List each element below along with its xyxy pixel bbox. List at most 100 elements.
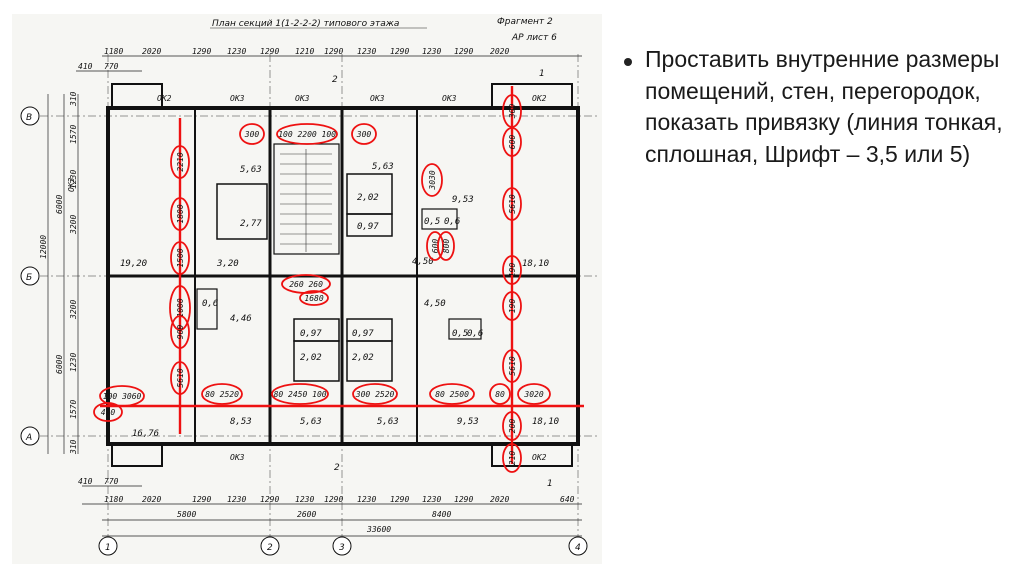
top-dim-1: 2020 xyxy=(142,47,161,56)
left-dim-2: 1230 xyxy=(69,170,78,189)
window-label-4: ОК3 xyxy=(442,94,457,103)
room-area-25: 9,53 xyxy=(457,417,479,427)
circled-dim-22: 190 xyxy=(508,299,517,314)
top-dim-7: 1230 xyxy=(357,47,376,56)
column-axis-label-0: 1 xyxy=(105,543,111,553)
circled-dim-5: 1500 xyxy=(176,248,185,267)
room-area-22: 8,53 xyxy=(230,417,252,427)
plan-title: План секций 1(1-2-2-2) типового этажа xyxy=(212,19,399,29)
bottom-dimension-labels-2: 410 770 xyxy=(78,477,119,486)
bullet-dot-icon xyxy=(624,58,632,66)
red-annotation-ellipse xyxy=(93,402,123,422)
left-dim-4: 3200 xyxy=(69,300,78,320)
circled-dim-0: 300 xyxy=(244,130,260,139)
red-annotation-ellipse xyxy=(169,285,191,331)
window-label-7: ОК2 xyxy=(532,453,547,462)
room-area-11: 18,10 xyxy=(522,259,549,269)
bottom-dim-6: 1290 xyxy=(324,495,343,504)
row-axis-bubble xyxy=(20,106,40,126)
room-area-3: 19,20 xyxy=(120,259,147,269)
room-area-9: 0,6 xyxy=(444,217,460,227)
circled-dim-6: 1000 xyxy=(176,298,185,317)
window-label-5: ОК2 xyxy=(532,94,547,103)
circled-dim-14: 80 2500 xyxy=(435,390,469,399)
room-area-1: 2,77 xyxy=(240,219,262,229)
section-mark-top: 2 xyxy=(332,75,338,85)
bullet-text: Проставить внутренние размеры помещений,… xyxy=(645,46,1003,167)
red-annotation-ellipse xyxy=(421,163,443,197)
circled-dim-11: 80 2520 xyxy=(205,390,239,399)
row-axis-label-1: Б xyxy=(26,273,32,283)
bottom-dim-0: 1180 xyxy=(104,495,123,504)
column-axis-bubble xyxy=(98,536,118,556)
bottom-dim-1: 2020 xyxy=(142,495,161,504)
red-annotation-ellipse xyxy=(437,231,455,261)
top-dim-6: 1290 xyxy=(324,47,343,56)
room-area-15: 2,02 xyxy=(300,353,322,363)
slide-bullet-list: Проставить внутренние размеры помещений,… xyxy=(624,44,1004,170)
top-dim2-1: 770 xyxy=(104,62,119,71)
window-label-0: ОК2 xyxy=(157,94,172,103)
red-annotation-ellipse xyxy=(502,349,522,383)
red-annotation-ellipse xyxy=(276,123,338,145)
top-dim-5: 1210 xyxy=(295,47,314,56)
row-axis-bubble xyxy=(20,426,40,446)
bottom-dim-10: 1290 xyxy=(454,495,473,504)
bottom-dim2-0: 410 xyxy=(78,477,93,486)
bottom-dim-2: 1290 xyxy=(192,495,211,504)
room-area-21: 16,76 xyxy=(132,429,159,439)
room-area-8: 0,5 xyxy=(424,217,440,227)
room-area-20: 0,6 xyxy=(467,329,483,339)
circled-dim-7: 900 xyxy=(176,325,185,340)
row-axis-bubble xyxy=(20,266,40,286)
red-annotation-ellipse xyxy=(352,383,398,405)
top-dim-0: 1180 xyxy=(104,47,123,56)
red-annotation-ellipse xyxy=(502,94,522,128)
circled-dim-17: 3030 xyxy=(428,170,437,190)
sheet-label: АР лист 6 xyxy=(511,33,557,43)
circled-dim-10: 410 xyxy=(101,408,116,417)
bottom-dim-9: 1230 xyxy=(422,495,441,504)
circled-dim-25: 600 xyxy=(508,135,517,150)
room-area-6: 0,97 xyxy=(357,222,379,232)
circled-dim-27: 1680 xyxy=(304,294,323,303)
circled-dim-13: 300 2520 xyxy=(355,390,395,399)
circled-dim-16: 3020 xyxy=(523,390,543,399)
bottom-dim-5: 1230 xyxy=(295,495,314,504)
red-annotation-ellipse xyxy=(502,411,522,441)
red-annotation-ellipse xyxy=(99,385,145,407)
room-area-2: 3,20 xyxy=(216,259,239,269)
red-annotation-ellipse xyxy=(502,127,522,157)
section-dim-0: 5800 xyxy=(177,510,196,519)
left-dim-0: 310 xyxy=(69,91,78,107)
column-axis-bubble xyxy=(568,536,588,556)
row-axis-markers: ВБА xyxy=(20,106,40,446)
section-dim-1: 2600 xyxy=(297,510,316,519)
red-annotation-ellipse xyxy=(502,443,522,473)
red-annotation-ellipse xyxy=(201,383,243,405)
left-dim-7: 310 xyxy=(69,439,78,455)
circled-dim-21: 190 xyxy=(508,263,517,278)
left-dim-5: 1230 xyxy=(69,353,78,372)
room-area-13: 4,46 xyxy=(230,314,252,324)
left-dim-3: 3200 xyxy=(69,215,78,235)
bottom-dim2-1: 770 xyxy=(104,477,119,486)
column-axis-label-1: 2 xyxy=(267,543,273,553)
room-area-12: 0,6 xyxy=(202,299,218,309)
circled-dim-18: 600 xyxy=(431,239,440,254)
bottom-dim-11: 2020 xyxy=(490,495,509,504)
room-area-24: 5,63 xyxy=(377,417,399,427)
bullet-item: Проставить внутренние размеры помещений,… xyxy=(624,44,1004,170)
room-area-26: 18,10 xyxy=(532,417,559,427)
circled-dim-2: 300 xyxy=(356,130,372,139)
circled-dim-1: 100 2200 100 xyxy=(278,130,336,139)
room-area-14: 0,97 xyxy=(300,329,322,339)
red-annotation-ellipse xyxy=(502,255,522,285)
total-dimension: 33600 xyxy=(366,525,391,534)
red-annotation-ellipse xyxy=(502,291,522,321)
column-axis-label-3: 4 xyxy=(575,543,581,553)
